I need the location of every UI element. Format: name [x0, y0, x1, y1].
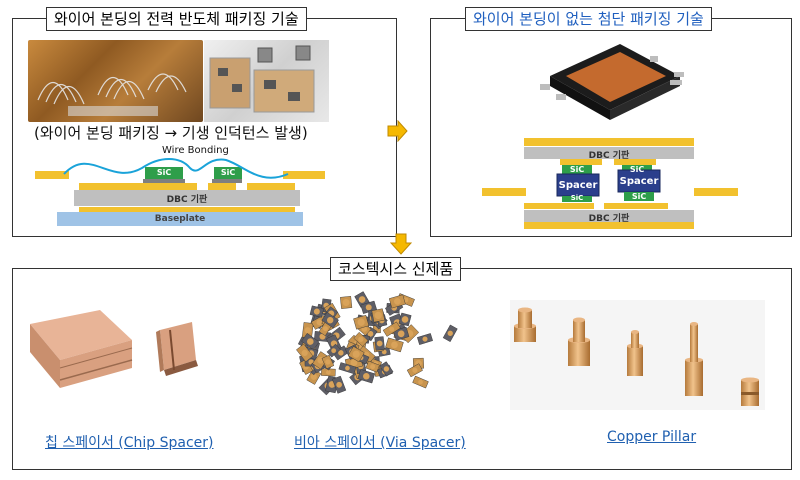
wire-bonding-label: Wire Bonding: [162, 145, 229, 156]
sic-chip-label-2: SiC: [220, 168, 236, 177]
advanced-package-render: [540, 44, 684, 120]
chip-spacer-photo: [30, 310, 198, 388]
double-side-cooling-cross-section: [482, 138, 738, 229]
baseplate-label: Baseplate: [154, 214, 206, 224]
left-panel-caption: (와이어 본딩 패키징 → 기생 인덕턴스 발생): [34, 124, 308, 142]
power-module-photo: [204, 40, 329, 122]
dbc-label-left: DBC 기판: [166, 195, 208, 205]
dbc-label-bottom: DBC 기판: [588, 214, 630, 224]
sic-label-bottom-left: SiC: [570, 194, 584, 202]
arrow-right-icon: [387, 120, 408, 142]
wire-bonding-cross-section: [35, 158, 325, 226]
chip-spacer-link[interactable]: 칩 스페이서 (Chip Spacer): [45, 435, 214, 451]
copper-pillar-link[interactable]: Copper Pillar: [607, 429, 697, 445]
panel-bottom-title: 코스텍시스 신제품: [330, 257, 462, 281]
copper-pillar-photo: [514, 307, 759, 406]
panel-left-title: 와이어 본딩의 전력 반도체 패키징 기술: [46, 7, 307, 31]
arrow-down-icon: [390, 233, 412, 255]
spacer-label-left: Spacer: [558, 180, 598, 191]
sic-chip-label-1: SiC: [156, 168, 172, 177]
via-spacer-link[interactable]: 비아 스페이서 (Via Spacer): [294, 435, 466, 451]
via-spacer-photo: [296, 291, 458, 396]
panel-right-title: 와이어 본딩이 없는 첨단 패키징 기술: [465, 7, 712, 31]
sic-label-top-left: SiC: [569, 165, 585, 174]
wire-bonding-module-photo: [28, 40, 203, 122]
sic-label-top-right: SiC: [629, 165, 645, 174]
spacer-label-right: Spacer: [619, 176, 659, 187]
dbc-label-top: DBC 기판: [588, 151, 630, 161]
sic-label-bottom-right: SiC: [631, 192, 647, 201]
